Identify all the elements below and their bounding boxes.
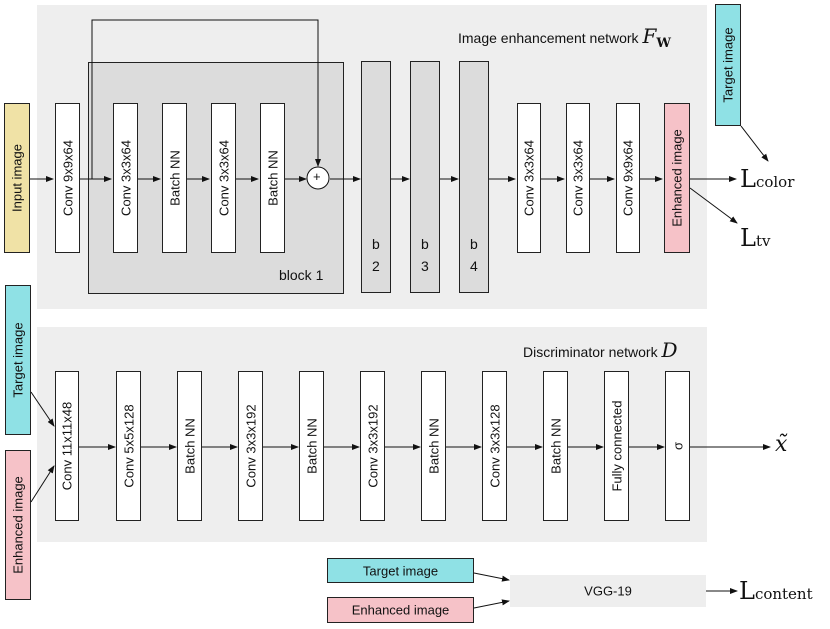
vgg19-box: VGG-19: [510, 575, 706, 607]
disc-layer: Batch NN: [177, 371, 202, 521]
loss-color: Lcolor: [740, 165, 795, 193]
enhancer-title: Image enhancement network FW: [458, 24, 671, 51]
disc-enhanced-image-box: Enhanced image: [5, 450, 31, 600]
block1-layer: Conv 3x3x64: [113, 103, 138, 253]
disc-output-symbol: x̃: [775, 432, 788, 457]
block1-layer: Conv 3x3x64: [211, 103, 236, 253]
loss-tv: Ltv: [740, 224, 771, 252]
residual-block: b 4: [459, 61, 489, 293]
loss-content: Lcontent: [739, 577, 813, 605]
residual-block: b 2: [361, 61, 391, 293]
disc-layer: Fully connected: [604, 371, 629, 521]
discriminator-title: Discriminator network D: [523, 338, 678, 362]
disc-layer: Conv 11x11x48: [55, 371, 79, 521]
target-image-box: Target image: [715, 4, 741, 126]
disc-layer: Batch NN: [421, 371, 446, 521]
disc-layer: Batch NN: [543, 371, 568, 521]
disc-layer: Conv 3x3x192: [238, 371, 263, 521]
content-target-image-box: Target image: [327, 558, 474, 583]
sum-node: [306, 166, 330, 190]
tail-layer: Conv 9x9x64: [616, 103, 640, 253]
tail-layer: Conv 3x3x64: [517, 103, 541, 253]
disc-layer: σ: [665, 371, 690, 521]
disc-layer: Conv 3x3x192: [360, 371, 385, 521]
disc-layer: Batch NN: [299, 371, 324, 521]
disc-target-image-box: Target image: [5, 285, 31, 435]
disc-layer: Conv 5x5x128: [116, 371, 141, 521]
sum-symbol: +: [313, 169, 321, 184]
content-enhanced-image-box: Enhanced image: [327, 597, 474, 623]
conv-first-box: Conv 9x9x64: [55, 103, 80, 253]
residual-block: b 3: [410, 61, 440, 293]
enhanced-image-box: Enhanced image: [664, 103, 690, 253]
tail-layer: Conv 3x3x64: [566, 103, 590, 253]
input-image-box: Input image: [4, 103, 30, 253]
disc-layer: Conv 3x3x128: [482, 371, 507, 521]
block1-layer: Batch NN: [162, 103, 187, 253]
block1-label: block 1: [279, 267, 324, 283]
block1-layer: Batch NN: [260, 103, 285, 253]
